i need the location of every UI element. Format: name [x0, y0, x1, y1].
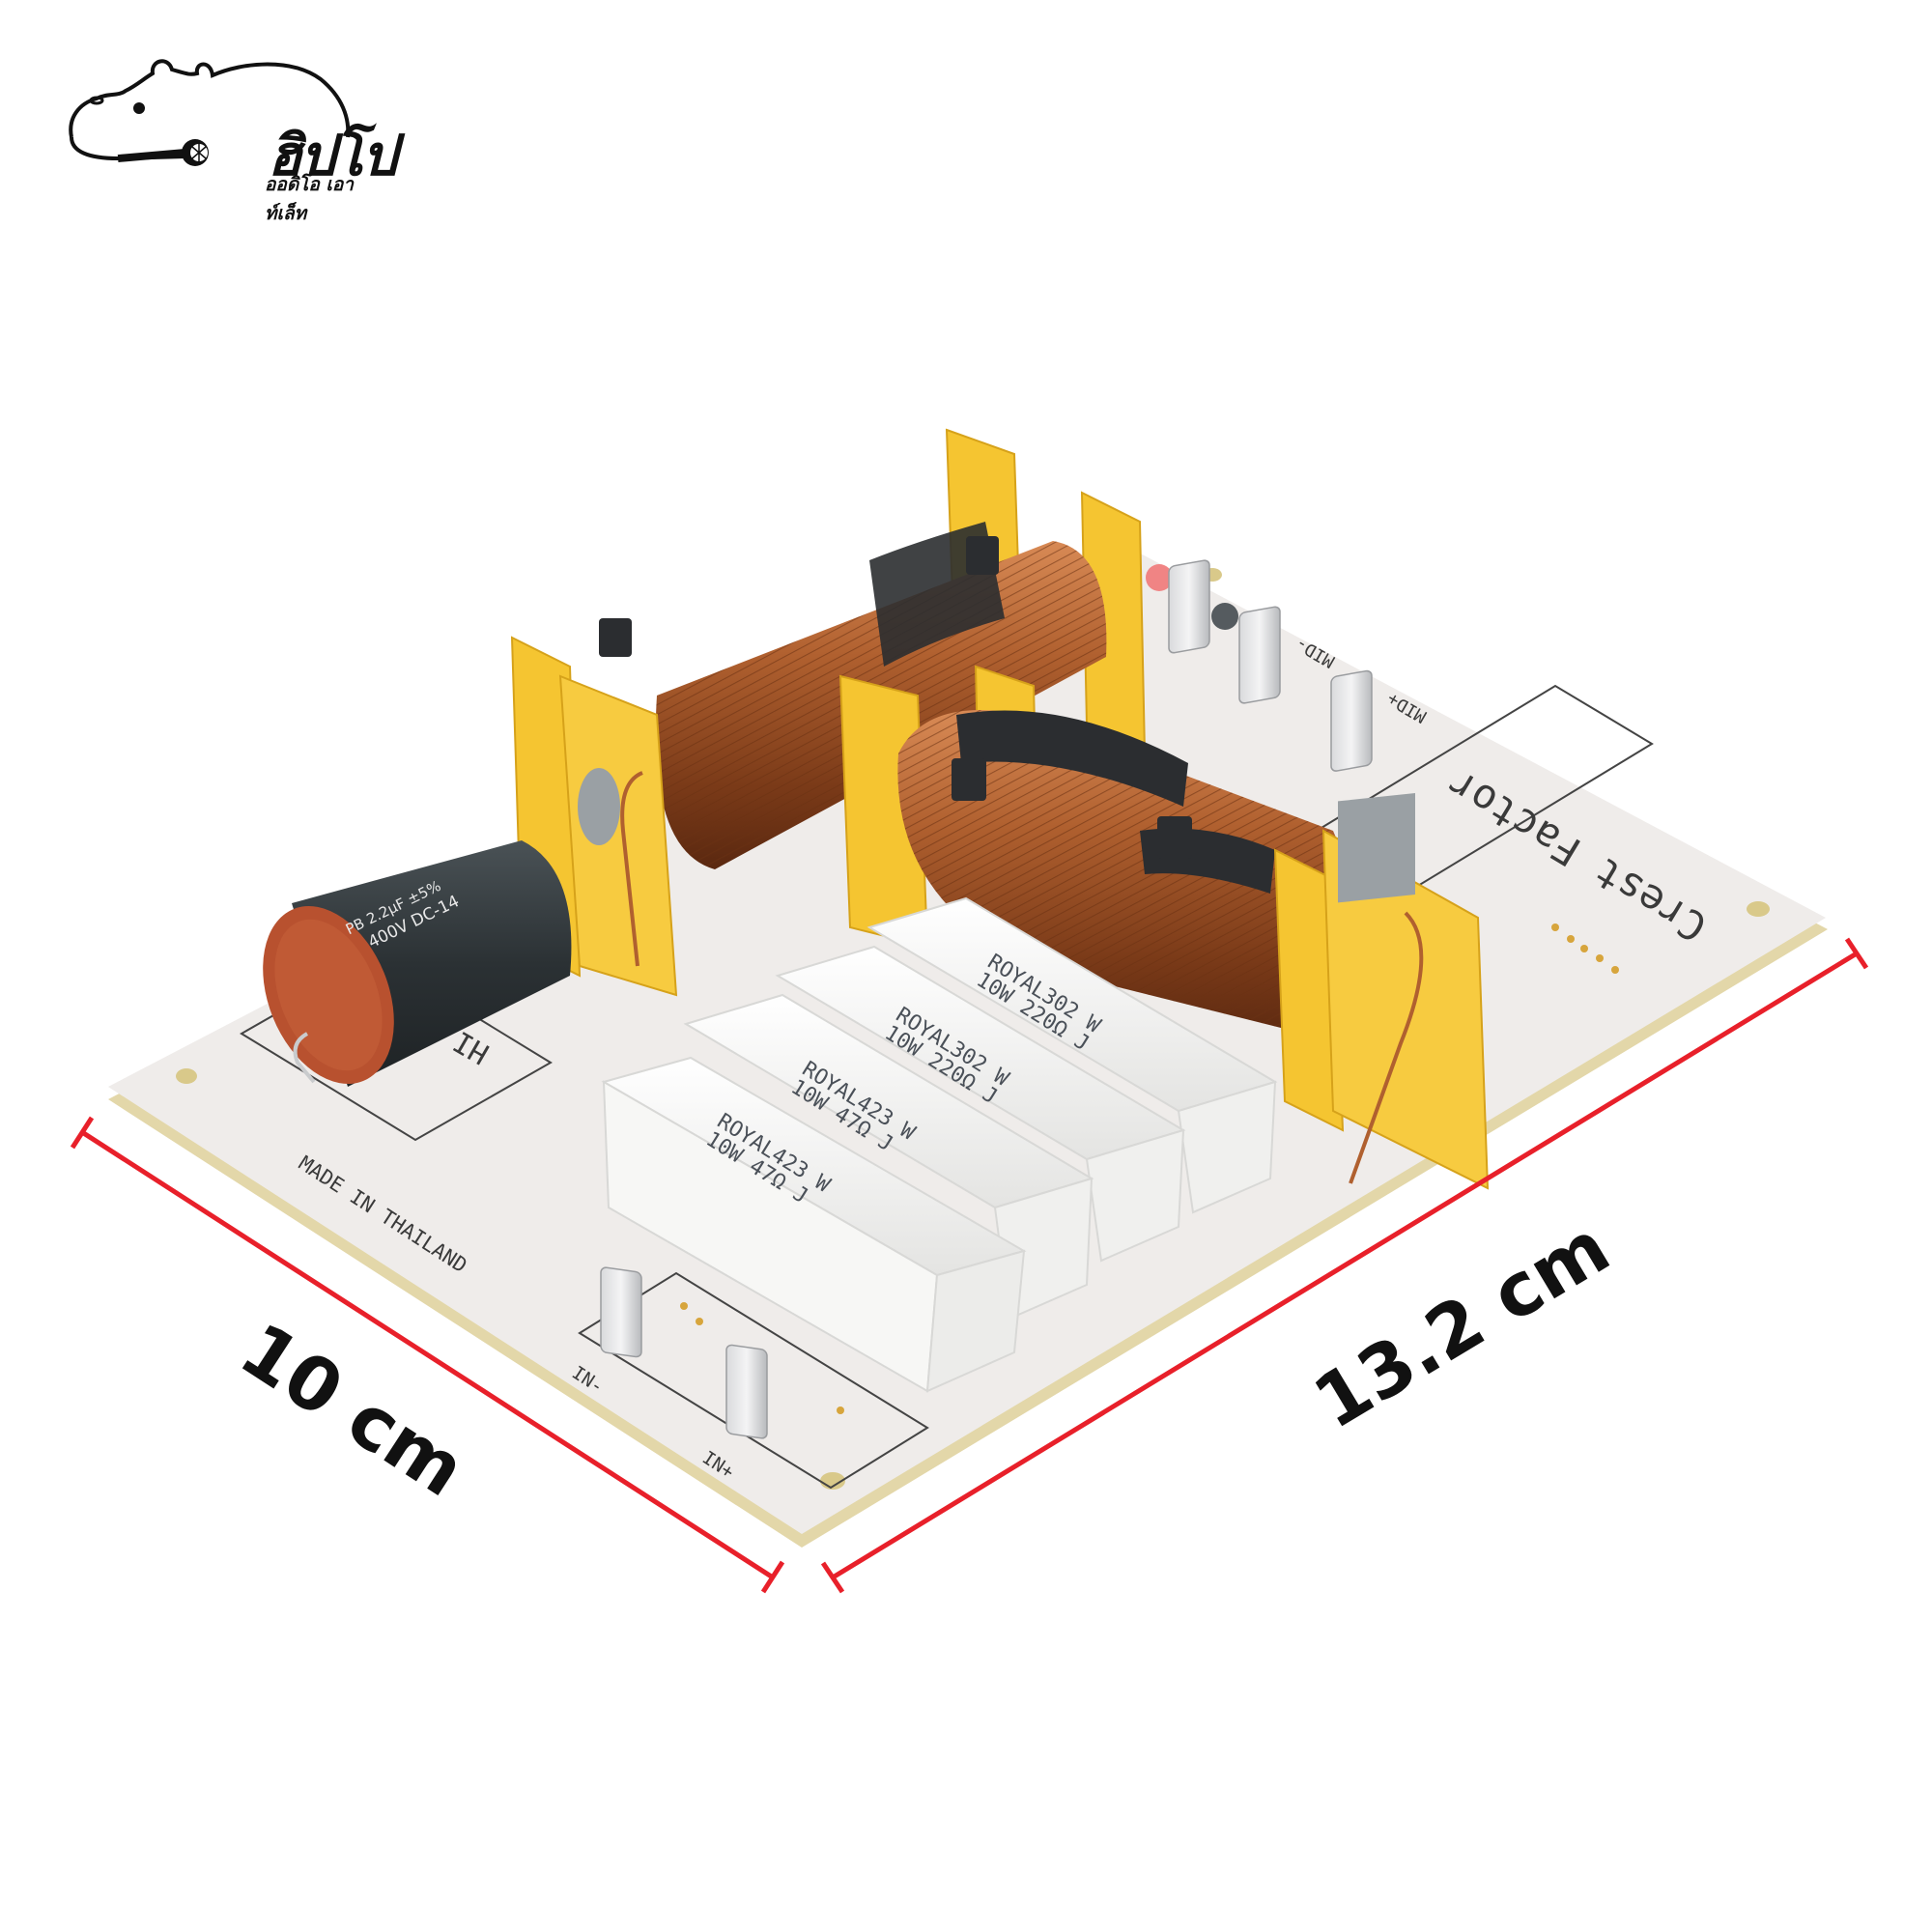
inductor-right [838, 665, 1490, 1190]
resistor-4 [867, 896, 1278, 1214]
capacitor [263, 840, 572, 1087]
terminal-mid-outer [1168, 559, 1210, 654]
resistor-3 [775, 945, 1186, 1263]
terminal-in-minus [600, 1266, 642, 1358]
terminal-tabs [600, 559, 1373, 1439]
terminal-mid-plus [1330, 669, 1373, 772]
brand-name: ฮิปโป [268, 123, 397, 188]
brand-tagline: ออดิโอ เอาท์เล็ท [265, 174, 354, 224]
hippo-with-microphone-icon [69, 59, 351, 166]
resistor-1 [601, 1056, 1027, 1393]
brand-logo: ฮิปโป ออดิโอ เอาท์เล็ท [60, 50, 397, 224]
resistor-bank [601, 896, 1278, 1393]
dimension-lines [70, 937, 1869, 1594]
terminal-mid-minus [1238, 606, 1281, 704]
terminal-in-plus [725, 1344, 768, 1439]
